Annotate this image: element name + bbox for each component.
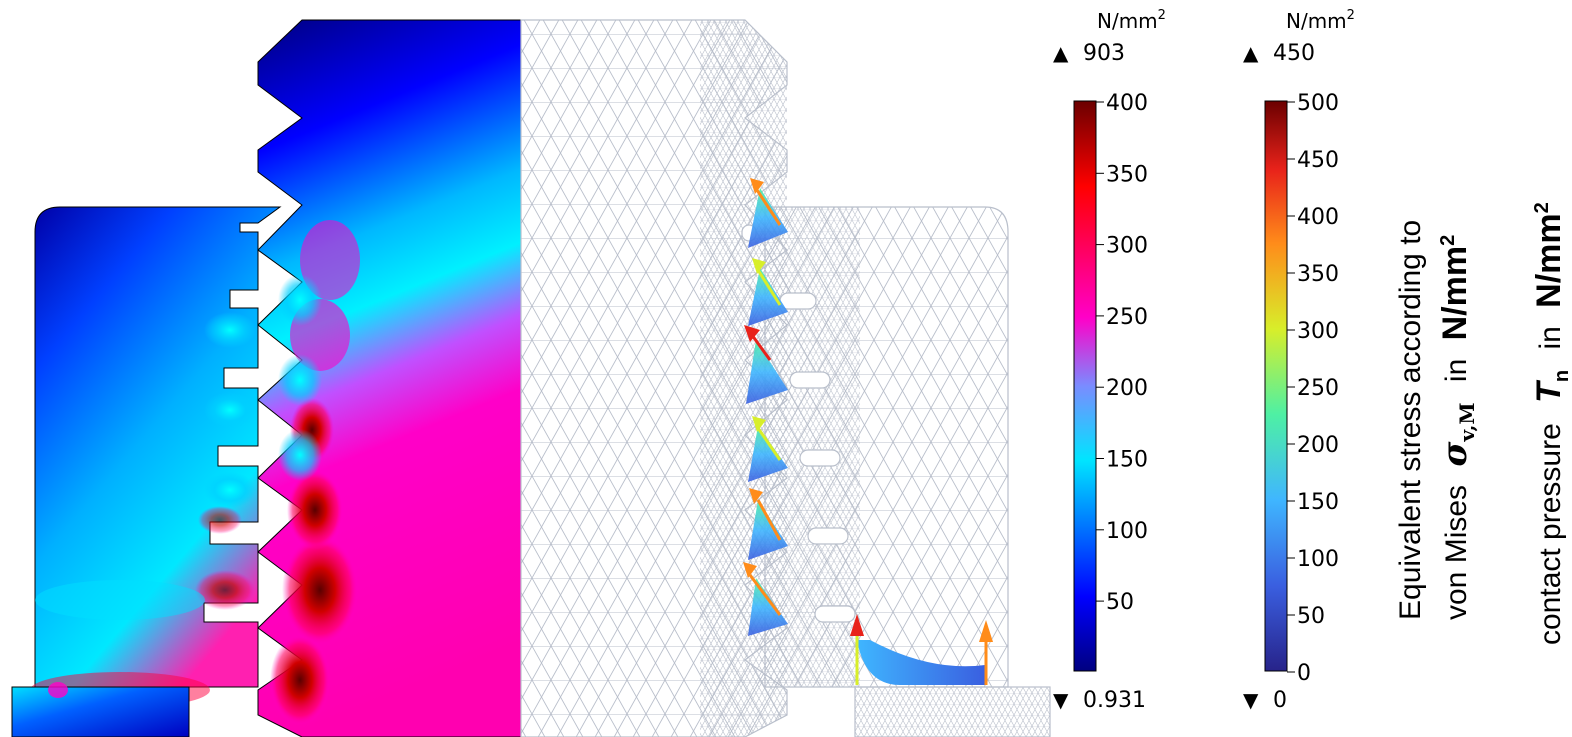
contact-tick-label: 450 — [1297, 148, 1339, 173]
stress-tick-label: 300 — [1106, 234, 1148, 259]
stress-title-line2: von Mises σv,M in N/mm2 — [1435, 235, 1481, 620]
stress-tick-label: 200 — [1106, 376, 1148, 401]
contact-legend: N/mm2 ▲ 450 5004504003503002502001501005… — [1243, 8, 1355, 713]
stress-hotspots — [30, 220, 360, 725]
contact-tick-label: 250 — [1297, 376, 1339, 401]
contact-title: contact pressure Tn in N/mm2 — [1530, 202, 1572, 645]
stress-min-value: 0.931 — [1083, 688, 1146, 713]
contact-arrows — [743, 178, 993, 685]
contact-max-marker: ▲ — [1243, 41, 1259, 65]
contact-unit: N/mm2 — [1286, 8, 1355, 33]
stress-tick-label: 150 — [1106, 448, 1148, 473]
contact-tick-label: 100 — [1297, 547, 1339, 572]
base-plate — [11, 686, 190, 737]
stress-plot — [11, 19, 522, 737]
stress-legend: N/mm2 ▲ 903 400 350 300 250 200 150 100 50 ▼ 0.… — [1053, 8, 1166, 713]
contact-tick-label: 150 — [1297, 490, 1339, 515]
contact-colorbar — [1264, 100, 1288, 672]
stress-tick-label: 50 — [1106, 590, 1134, 615]
contact-title-line: contact pressure Tn in N/mm2 — [1530, 202, 1572, 645]
contact-tick-label: 400 — [1297, 205, 1339, 230]
stress-colorbar — [1073, 100, 1097, 672]
mesh-plot — [520, 19, 1051, 737]
contact-min-value: 0 — [1273, 688, 1287, 713]
stress-unit: N/mm2 — [1097, 8, 1166, 33]
stress-tick-label: 250 — [1106, 305, 1148, 330]
stress-title: Equivalent stress according to von Mises… — [1394, 220, 1481, 620]
stress-tick-label: 100 — [1106, 519, 1148, 544]
contact-tick-label: 0 — [1297, 661, 1311, 686]
contact-max-value: 450 — [1273, 41, 1315, 66]
contact-tick-label: 200 — [1297, 433, 1339, 458]
stress-tick-label: 350 — [1106, 162, 1148, 187]
stress-max-marker: ▲ — [1053, 41, 1069, 65]
contact-tick-label: 350 — [1297, 262, 1339, 287]
stress-min-marker: ▼ — [1053, 688, 1069, 712]
contact-tick-label: 500 — [1297, 91, 1339, 116]
stress-title-line1: Equivalent stress according to — [1394, 220, 1427, 620]
contact-min-marker: ▼ — [1243, 688, 1259, 712]
stress-tick-label: 400 — [1106, 91, 1148, 116]
stress-max-value: 903 — [1083, 41, 1125, 66]
contact-tick-label: 300 — [1297, 319, 1339, 344]
base-mesh — [854, 686, 1051, 737]
contact-tick-label: 50 — [1297, 604, 1325, 629]
